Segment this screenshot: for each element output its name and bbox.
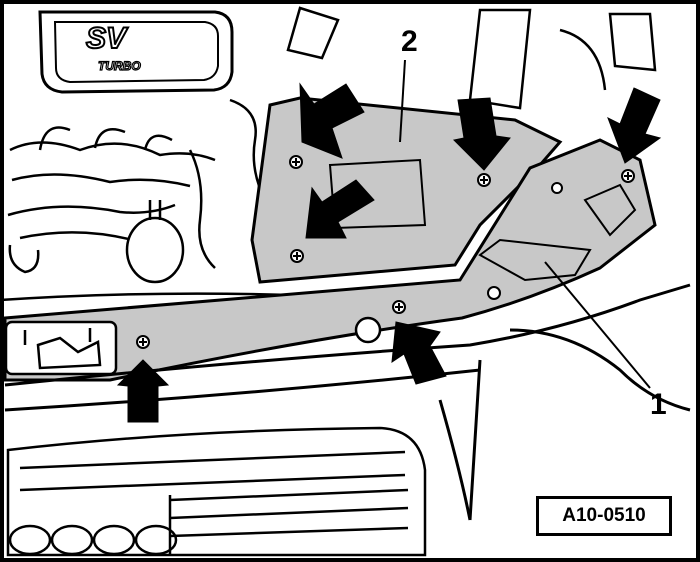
grille (6, 426, 427, 557)
callout-label-2: 2 (401, 25, 418, 58)
engine-badge-main: SV (86, 22, 129, 55)
engine-components (0, 6, 657, 307)
figure-id-label: A10-0510 (536, 496, 672, 536)
leader-line-1 (544, 261, 651, 389)
engine-badge-sub: TURBO (98, 59, 141, 73)
engine-cover: SV TURBO (38, 10, 234, 94)
screw-icon (136, 155, 635, 349)
callout-label-1: 1 (650, 388, 667, 421)
arrow-icon (116, 82, 662, 423)
audi-rings-logo (8, 524, 178, 556)
leader-line-2 (399, 59, 406, 143)
hood-latch (4, 320, 118, 376)
